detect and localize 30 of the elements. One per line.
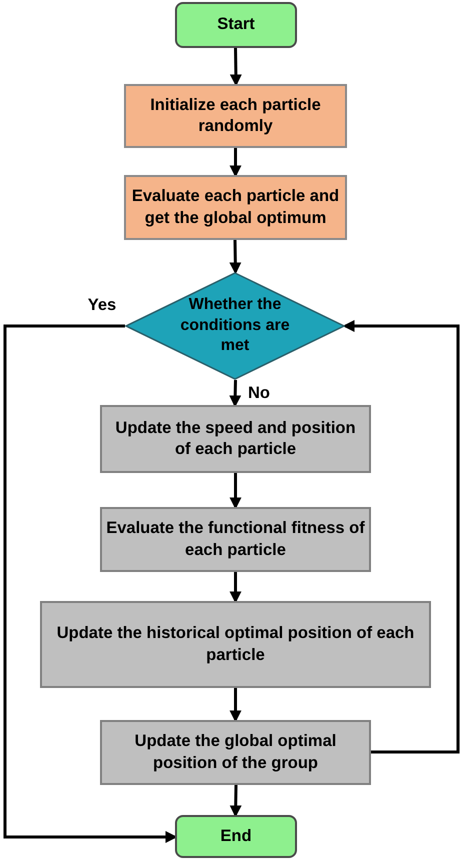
process-box — [124, 175, 347, 240]
node-text: Initialize each particle randomly — [149, 94, 322, 137]
decision-diamond — [125, 272, 345, 380]
arrow — [229, 380, 242, 408]
edge-label: No — [246, 384, 272, 402]
process-box — [40, 601, 431, 688]
arrow — [230, 688, 242, 722]
process-box — [100, 720, 371, 785]
arrow — [342, 320, 460, 754]
process-box — [100, 507, 371, 572]
arrow — [230, 148, 242, 178]
arrow — [230, 572, 242, 604]
arrow — [230, 784, 242, 818]
process-box — [100, 405, 371, 473]
node-text: Start — [216, 14, 256, 36]
node-text: Evaluate the functional fitness of each particle — [105, 518, 366, 560]
node-text: Evaluate each particle and get the global optimum — [130, 186, 340, 228]
terminal-box — [175, 815, 297, 858]
node-text: Update the historical optimal position of each particle — [56, 623, 416, 666]
node-text: End — [219, 826, 253, 847]
arrow — [229, 240, 242, 274]
arrow — [230, 473, 242, 510]
edge-label: Yes — [86, 296, 118, 314]
arrow — [230, 48, 242, 86]
node-text: Update the speed and position of each particle — [114, 418, 357, 460]
terminal-box — [175, 2, 297, 48]
node-text: Whether the conditions are met — [179, 294, 291, 356]
node-text: Update the global optimal position of the group — [134, 731, 338, 774]
process-box — [124, 84, 347, 148]
arrow — [4, 324, 178, 843]
